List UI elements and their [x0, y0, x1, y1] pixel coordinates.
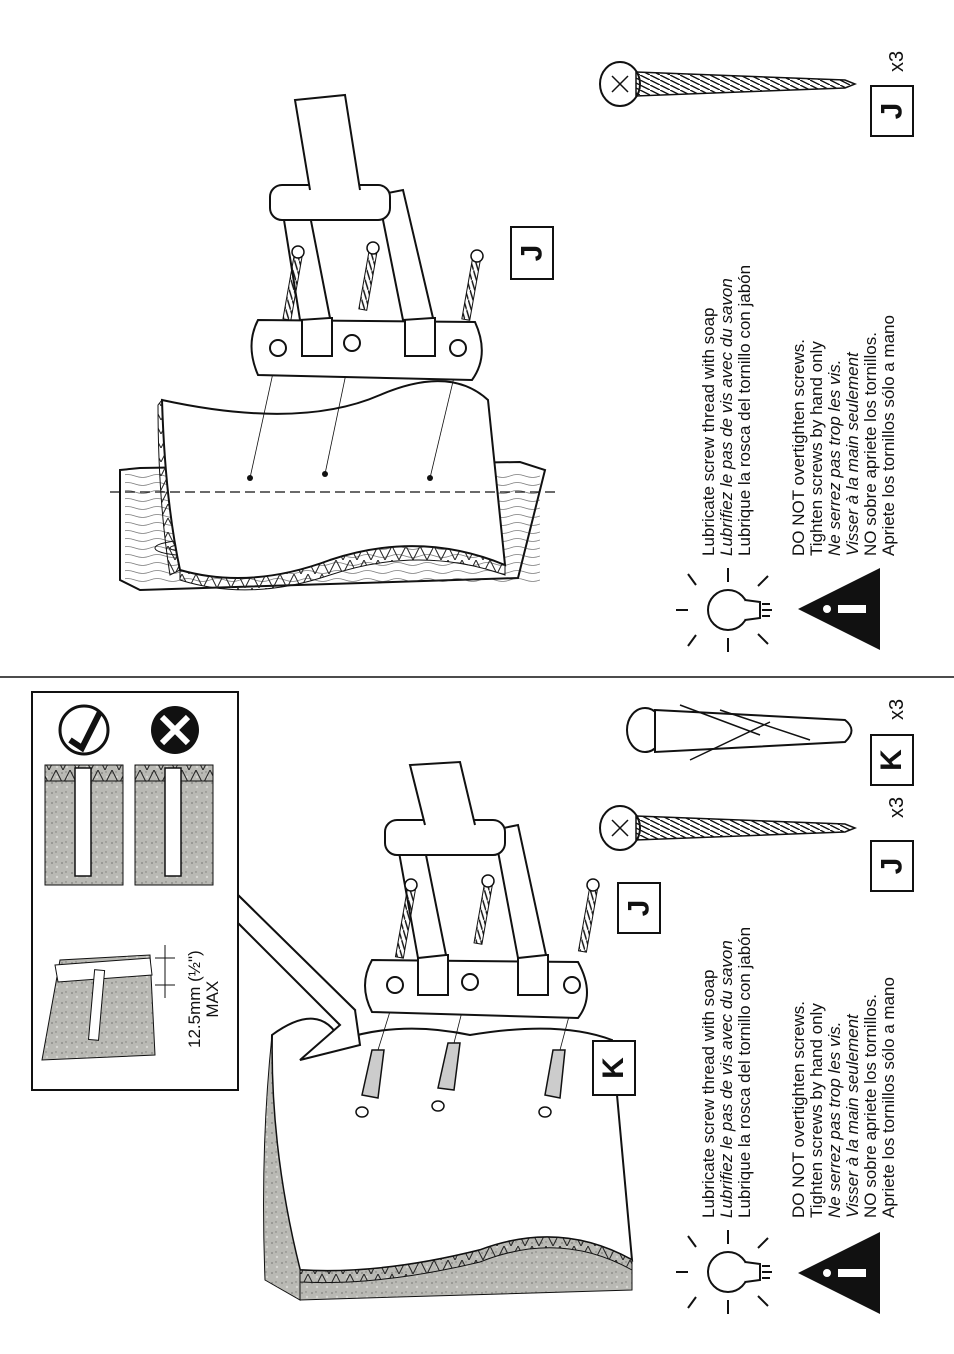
screw-label-j-bottom: J [870, 840, 914, 892]
cross-icon [151, 706, 199, 754]
inset-detail [31, 691, 362, 1091]
wall-anchors [361, 1042, 566, 1099]
anchor-label-k-bottom: K [870, 734, 914, 786]
part-label-j-top: J [510, 226, 554, 280]
lightbulb-icon [676, 568, 772, 652]
mounting-bracket-bottom [364, 760, 588, 1020]
mounting-bracket-top [250, 93, 483, 382]
screws-top [282, 241, 484, 321]
drywall-panel-top [157, 380, 507, 591]
part-label-j-bottom: J [617, 882, 661, 934]
warning-triangle-icon [798, 1232, 880, 1314]
tip-text-top: Lubricate screw thread with soap Lubrifi… [699, 264, 754, 556]
warning-text-top: DO NOT overtighten screws. Tighten screw… [789, 315, 898, 556]
anchor-qty-bottom: x3 [886, 698, 908, 720]
screw-qty-bottom: x3 [886, 796, 908, 818]
warning-triangle-icon [798, 568, 880, 650]
fastener-label-j-top: J [870, 85, 914, 137]
tip-text-bottom: Lubricate screw thread with soap Lubrifi… [699, 926, 754, 1218]
screw-part-bottom [599, 805, 858, 851]
screws-bottom [394, 874, 600, 959]
anchor-part-bottom [626, 704, 853, 761]
fastener-qty-top: x3 [886, 50, 908, 72]
check-icon [58, 704, 110, 756]
warning-text-bottom: DO NOT overtighten screws. Tighten screw… [789, 977, 898, 1218]
screw-part-top [599, 61, 858, 107]
part-label-k-bottom: K [592, 1040, 636, 1096]
concrete-wall [263, 1017, 634, 1301]
depth-measurement: 12.5mm (½") MAX [185, 950, 222, 1048]
lightbulb-icon [676, 1230, 772, 1314]
